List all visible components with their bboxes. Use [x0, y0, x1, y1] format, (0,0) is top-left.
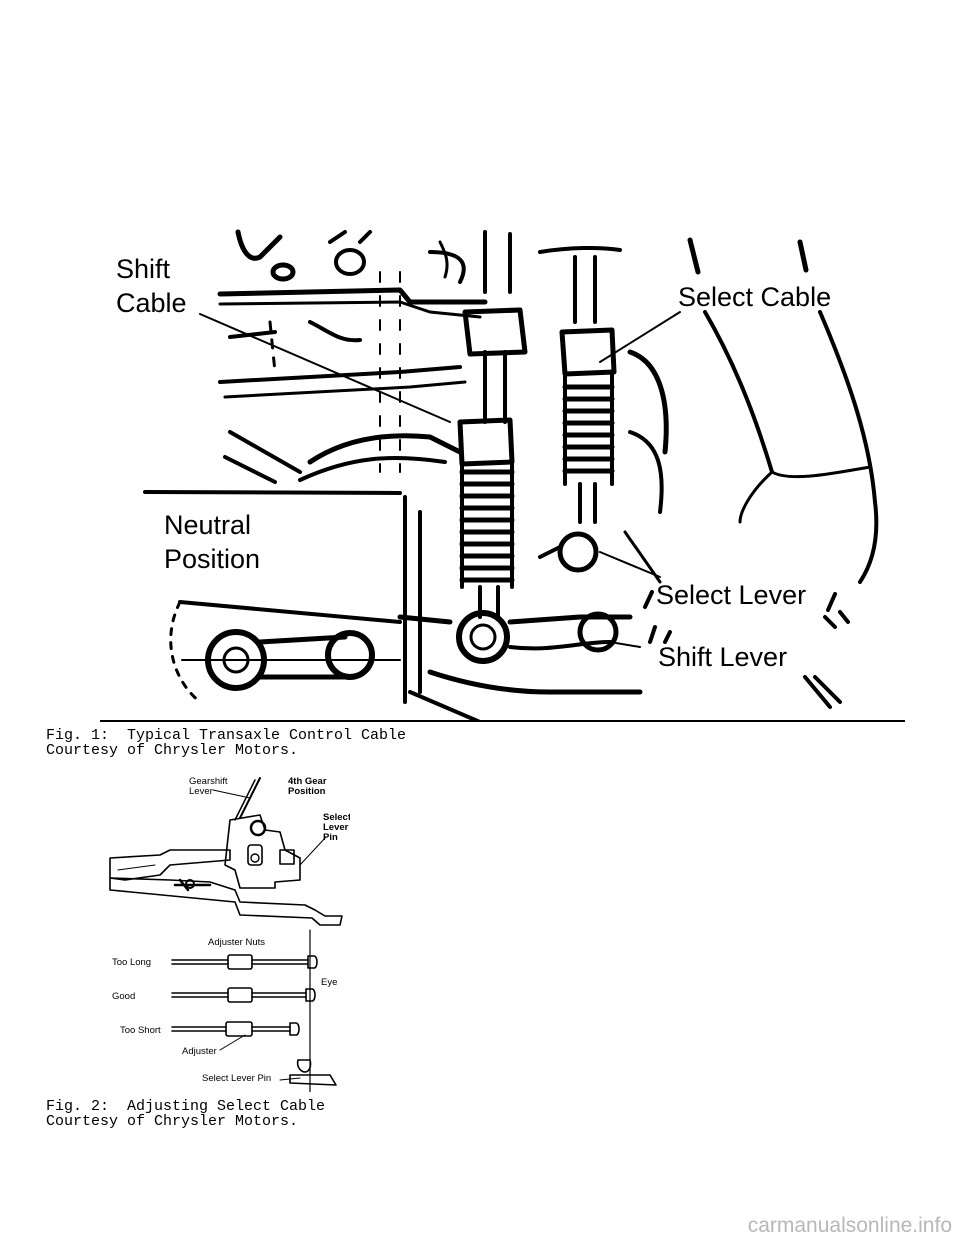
- label-select-lever-pin-line3: Pin: [323, 832, 338, 843]
- label-select-lever-pin-line1: Select: [323, 812, 350, 823]
- label-4th-gear-line2: Position: [288, 786, 326, 797]
- label-neutral-line1: Neutral: [164, 510, 251, 540]
- figure-2-caption-title: Fig. 2: Adjusting Select Cable: [46, 1098, 326, 1115]
- label-select-lever-pin: Select Lever Pin: [202, 1073, 271, 1084]
- label-too-long: Too Long: [112, 957, 151, 968]
- watermark: carmanualsonline.info: [747, 1214, 952, 1237]
- label-adjuster-nuts: Adjuster Nuts: [208, 937, 265, 948]
- label-neutral-line2: Position: [164, 544, 260, 574]
- label-eye: Eye: [321, 977, 337, 988]
- label-select-lever-pin-line2: Lever: [323, 822, 349, 833]
- label-good: Good: [112, 991, 135, 1002]
- figure-2-caption-credit: Courtesy of Chrysler Motors.: [46, 1113, 299, 1130]
- label-select-cable: Select Cable: [678, 282, 831, 312]
- label-shift-cable-line2: Cable: [116, 288, 187, 318]
- figure-1-caption-credit: Courtesy of Chrysler Motors.: [46, 742, 299, 759]
- figure-1-illustration: Shift Cable Select Cable Neutral Positio…: [116, 229, 879, 720]
- label-shift-lever: Shift Lever: [658, 642, 787, 672]
- figure-1-rule: [100, 720, 905, 722]
- label-select-lever: Select Lever: [656, 580, 806, 610]
- label-gearshift-line1: Gearshift: [189, 776, 228, 787]
- label-gearshift-line2: Lever: [189, 786, 213, 797]
- label-adjuster: Adjuster: [182, 1046, 217, 1057]
- label-4th-gear-line1: 4th Gear: [288, 776, 327, 787]
- label-too-short: Too Short: [120, 1025, 161, 1036]
- figure-1-caption-title: Fig. 1: Typical Transaxle Control Cable: [46, 727, 407, 744]
- label-shift-cable-line1: Shift: [116, 254, 171, 284]
- figure-2-illustration: Gearshift Lever 4th Gear Position Select…: [109, 776, 350, 1092]
